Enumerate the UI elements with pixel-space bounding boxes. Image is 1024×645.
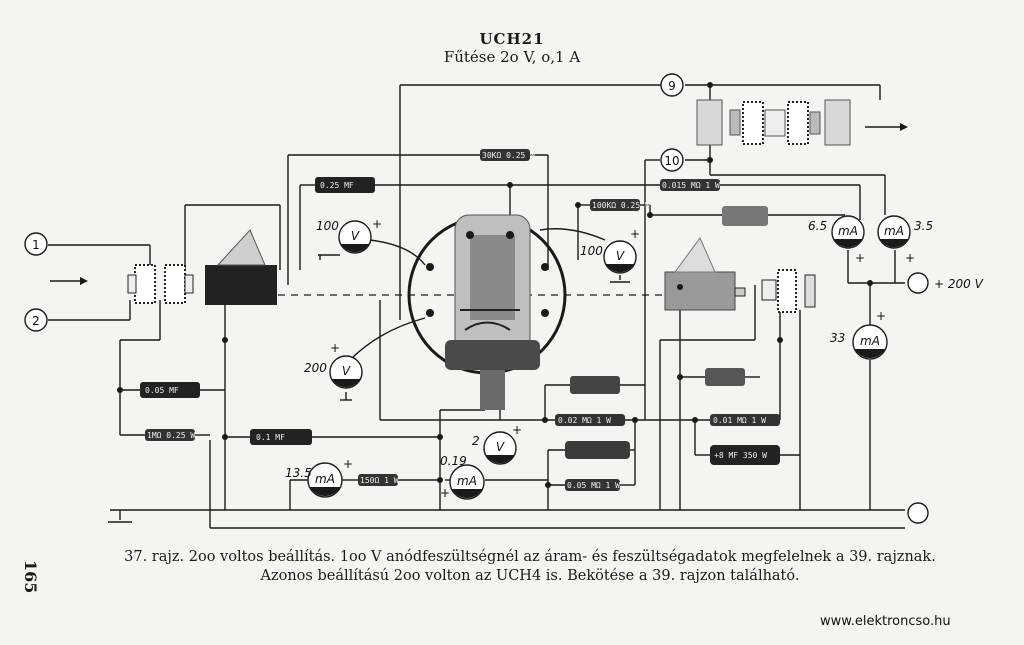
svg-text:+: + <box>372 217 382 231</box>
svg-text:V: V <box>496 440 505 454</box>
resistor-150: 150Ω 1 W <box>358 474 399 486</box>
svg-text:200: 200 <box>304 361 327 375</box>
svg-text:3.5: 3.5 <box>914 219 933 233</box>
svg-text:+: + <box>440 486 450 500</box>
milliammeter-65: mA 6.5 + <box>808 215 865 265</box>
svg-text:100: 100 <box>316 219 339 233</box>
svg-text:0.015 MΩ 1 W: 0.015 MΩ 1 W <box>662 181 720 190</box>
page-title: UCH21 <box>479 30 545 48</box>
capacitor-8mf: +8 MF 350 W <box>710 445 780 465</box>
node-10-label: 10 <box>664 154 679 168</box>
svg-text:+: + <box>876 309 886 323</box>
svg-text:+: + <box>330 341 340 355</box>
capacitor-unlabeled-4 <box>722 206 768 226</box>
svg-text:mA: mA <box>315 472 335 486</box>
watermark-url: www.elektroncso.hu <box>820 614 951 629</box>
caption-line-2: Azonos beállítású 2oo volton az UCH4 is.… <box>260 568 800 584</box>
svg-text:150Ω 1 W: 150Ω 1 W <box>360 476 399 485</box>
node-2-label: 2 <box>32 314 40 328</box>
svg-text:+: + <box>512 423 522 437</box>
capacitor-025mf: 0.25 MF <box>315 177 375 193</box>
capacitor-unlabeled-2 <box>570 376 620 394</box>
svg-text:+: + <box>630 227 640 241</box>
resistor-30k: 30KΩ 0.25 W <box>480 149 535 161</box>
svg-text:100KΩ 0.25 W: 100KΩ 0.25 W <box>592 201 650 210</box>
svg-text:mA: mA <box>838 224 858 238</box>
svg-text:100: 100 <box>580 244 603 258</box>
svg-text:1MΩ 0.25 W: 1MΩ 0.25 W <box>147 431 195 440</box>
voltmeter-100-right: V 100 + <box>580 227 640 274</box>
resistor-100k: 100KΩ 0.25 W <box>590 199 650 211</box>
voltmeter-100-left: V 100 + <box>316 217 382 254</box>
svg-text:V: V <box>351 229 360 243</box>
svg-text:mA: mA <box>457 474 477 488</box>
svg-text:+: + <box>343 457 353 471</box>
svg-text:mA: mA <box>884 224 904 238</box>
capacitor-005mf: 0.05 MF <box>140 382 200 398</box>
if-transformer-block <box>696 99 851 146</box>
svg-text:2: 2 <box>472 434 480 448</box>
vacuum-tube-uch21 <box>407 214 567 410</box>
svg-text:0.01 MΩ 1 W: 0.01 MΩ 1 W <box>713 416 766 425</box>
milliammeter-135: mA 13.5 + <box>285 457 353 498</box>
variable-capacitor-right <box>664 237 736 311</box>
svg-text:30KΩ 0.25 W: 30KΩ 0.25 W <box>482 151 535 160</box>
capacitor-unlabeled-3 <box>705 368 745 386</box>
arrows <box>50 123 908 285</box>
svg-text:+: + <box>855 251 865 265</box>
svg-text:0.05 MΩ 1 W: 0.05 MΩ 1 W <box>567 481 620 490</box>
output-coils <box>734 269 816 313</box>
svg-text:0.1 MF: 0.1 MF <box>256 433 285 442</box>
terminals <box>24 73 929 524</box>
svg-text:6.5: 6.5 <box>808 219 827 233</box>
wiring <box>48 84 925 529</box>
svg-text:0.25 MF: 0.25 MF <box>320 181 354 190</box>
voltmeter-2: V 2 + <box>472 423 522 465</box>
svg-text:0.19: 0.19 <box>440 454 467 468</box>
input-coils <box>127 264 194 304</box>
variable-capacitor-left <box>205 229 277 305</box>
svg-text:33: 33 <box>830 331 845 345</box>
page-subtitle: Fűtése 2o V, o,1 A <box>443 48 581 66</box>
svg-text:V: V <box>342 364 351 378</box>
capacitor-01mf: 0.1 MF <box>250 429 312 445</box>
voltmeter-200: V 200 + <box>304 341 363 389</box>
capacitor-unlabeled-1 <box>565 441 630 459</box>
resistor-002m: 0.02 MΩ 1 W <box>555 414 625 426</box>
svg-text:+: + <box>905 251 915 265</box>
milliammeter-019: mA 0.19 + <box>440 454 485 500</box>
junction-dots <box>117 82 873 488</box>
resistor-0015m: 0.015 MΩ 1 W <box>660 179 720 191</box>
svg-text:0.05 MF: 0.05 MF <box>145 386 179 395</box>
node-9-label: 9 <box>668 79 676 93</box>
resistor-001m: 0.01 MΩ 1 W <box>710 414 780 426</box>
caption-line-1: 37. rajz. 2oo voltos beállítás. 1oo V an… <box>124 549 936 565</box>
node-labels: 1 2 9 10 <box>32 79 679 328</box>
resistor-005m: 0.05 MΩ 1 W <box>565 479 620 491</box>
components: 0.25 MF 0.05 MF 0.1 MF 30KΩ 0.25 W 100KΩ… <box>140 149 780 491</box>
svg-text:mA: mA <box>860 334 880 348</box>
supply-label: + 200 V <box>934 277 984 291</box>
milliammeter-35: mA 3.5 + <box>877 215 933 265</box>
svg-text:0.02 MΩ 1 W: 0.02 MΩ 1 W <box>558 416 611 425</box>
resistor-1m: 1MΩ 0.25 W <box>145 429 195 441</box>
svg-text:V: V <box>616 249 625 263</box>
meters: V 100 + V 100 + V 200 + V 2 + mA <box>285 215 933 500</box>
milliammeter-33: mA 33 + <box>830 309 888 360</box>
svg-text:13.5: 13.5 <box>285 466 312 480</box>
svg-text:+8 MF 350 W: +8 MF 350 W <box>714 451 767 460</box>
node-1-label: 1 <box>32 238 40 252</box>
page-number: 165 <box>21 560 40 594</box>
